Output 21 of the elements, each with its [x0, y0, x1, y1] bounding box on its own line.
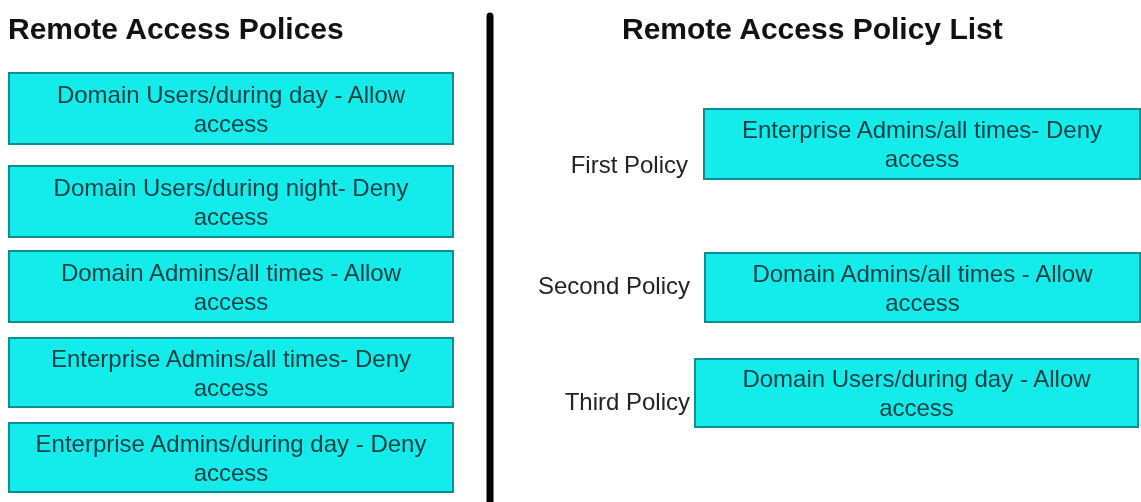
- policy-box: [703, 108, 1141, 180]
- policy-text: Domain Admins/all times - Allow access: [59, 257, 403, 316]
- policy-text: Domain Admins/all times - Allow access: [751, 258, 1094, 317]
- policy-box: [694, 358, 1139, 428]
- policy-text: Enterprise Admins/all times- Deny access: [740, 115, 1104, 173]
- policy-box: [8, 422, 454, 493]
- policy-order-label: First Policy: [570, 151, 688, 179]
- heading: Remote Access Policy List: [622, 12, 1003, 46]
- policy-text: Enterprise Admins/all times- Deny access: [49, 343, 413, 402]
- policy-box: [8, 72, 454, 145]
- policy-text: Domain Users/during day - Allow access: [55, 79, 407, 138]
- policy-order-label: Second Policy: [537, 272, 690, 300]
- heading: Remote Access Polices: [8, 12, 344, 46]
- policy-order-label: Third Policy: [564, 388, 690, 416]
- policy-box: [8, 165, 454, 238]
- policy-text: Domain Users/during day - Allow access: [741, 364, 1092, 422]
- policy-text: Enterprise Admins/during day - Deny access: [34, 428, 428, 487]
- policy-box: [704, 252, 1141, 323]
- policy-text: Domain Users/during night- Deny access: [52, 172, 410, 231]
- policy-box: [8, 337, 454, 408]
- policy-box: [8, 250, 454, 323]
